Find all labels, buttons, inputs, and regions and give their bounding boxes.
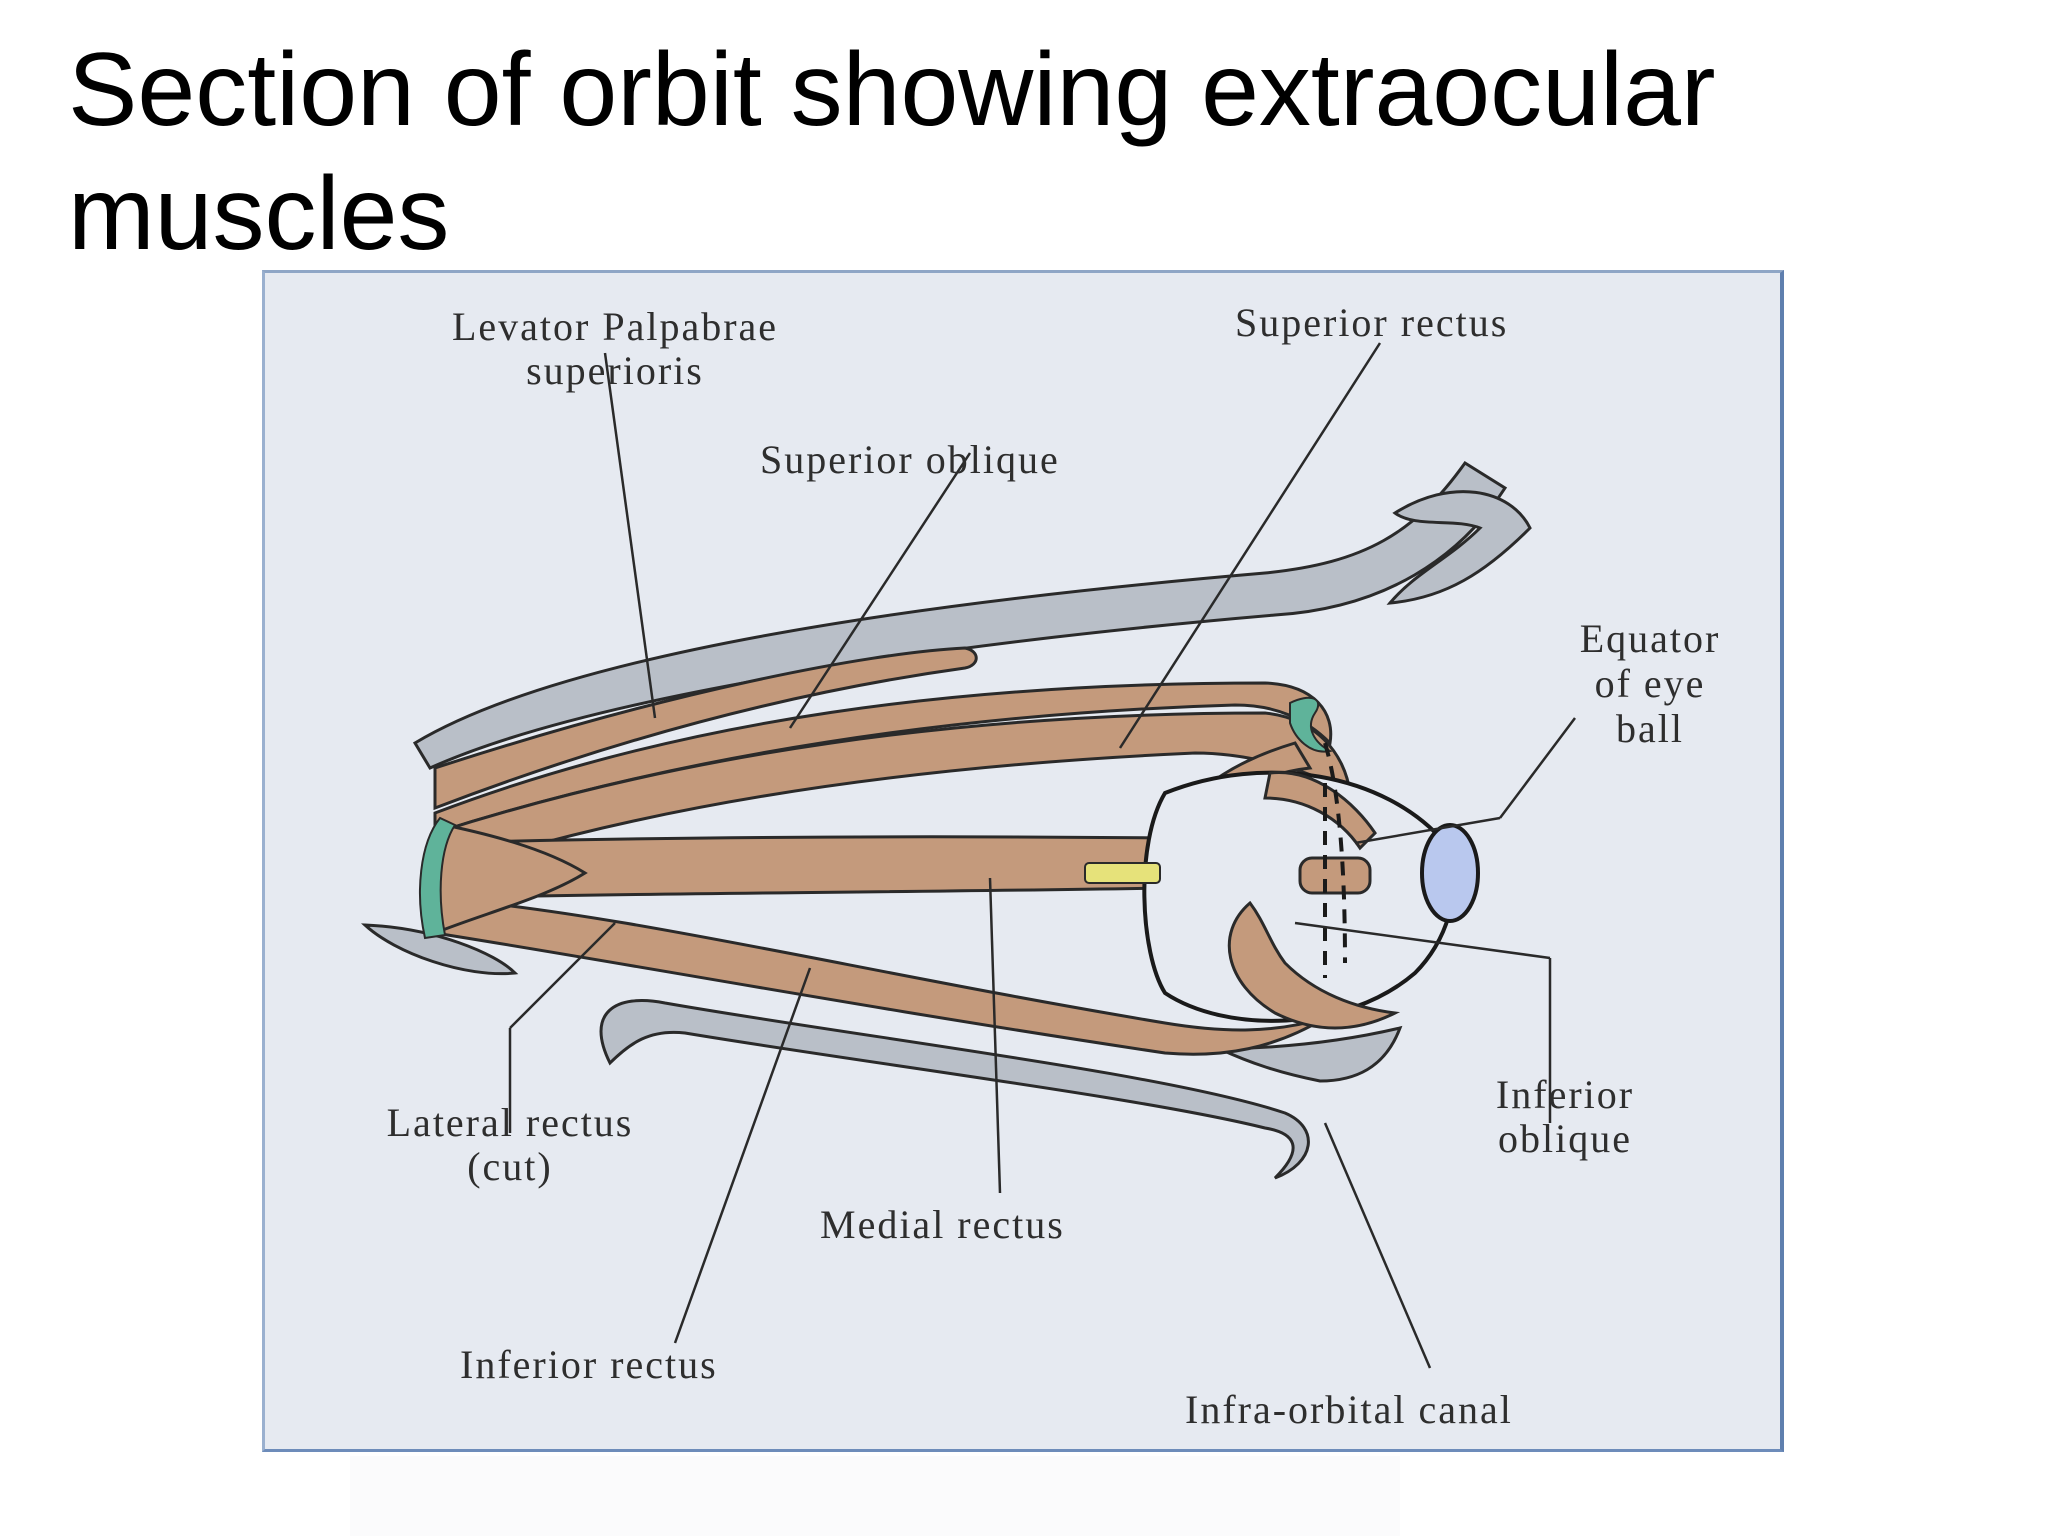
- label-medial-rectus: Medial rectus: [820, 1202, 1065, 1247]
- label-infra-orbital-canal: Infra-orbital canal: [1185, 1387, 1513, 1432]
- label-lateral-rectus-line1: Lateral rectus: [386, 1100, 634, 1145]
- cornea: [1420, 823, 1480, 923]
- orbit-floor-bone: [599, 999, 1310, 1180]
- label-equator-line1: Equator: [1579, 616, 1721, 661]
- orbit-section-drawing: [361, 342, 1576, 1369]
- label-inferior-oblique: Inferior oblique: [1445, 1073, 1685, 1161]
- label-inferior-rectus: Inferior rectus: [460, 1342, 718, 1387]
- label-inferior-oblique-line2: oblique: [1498, 1116, 1632, 1161]
- label-levator-line2: superioris: [526, 348, 704, 393]
- label-superior-rectus: Superior rectus: [1235, 300, 1509, 345]
- medial-rectus-insertion: [1298, 856, 1372, 895]
- lateral-rectus-cut-stump: [433, 821, 588, 936]
- label-inferior-oblique-line1: Inferior: [1495, 1072, 1635, 1117]
- slide-footer-shade: [350, 1456, 1400, 1536]
- optic-nerve: [1084, 862, 1161, 884]
- frontal-sinus-bone: [1386, 490, 1532, 605]
- infraorbital-bone-wedge: [1219, 1025, 1403, 1083]
- label-levator-palpebrae: Levator Palpabrae superioris: [365, 305, 865, 393]
- leader-lines: [508, 342, 1576, 1369]
- equator-line: [1323, 742, 1347, 964]
- trochlea: [1289, 696, 1333, 753]
- orbit-diagram-panel: Levator Palpabrae superioris Superior re…: [262, 270, 1784, 1452]
- eyeball-outline: [1142, 770, 1455, 1023]
- levator-palpebrae-muscle: [433, 646, 978, 811]
- label-equator-line2: of eye: [1594, 661, 1706, 706]
- label-levator-line1: Levator Palpabrae: [451, 304, 779, 349]
- slide-title: Section of orbit showing extraocular mus…: [68, 32, 1716, 272]
- label-equator-line3: ball: [1616, 706, 1684, 751]
- label-lateral-rectus-line2: (cut): [467, 1144, 553, 1189]
- label-equator-of-eyeball: Equator of eye ball: [1535, 616, 1765, 751]
- common-tendinous-ring: [419, 816, 457, 940]
- label-lateral-rectus: Lateral rectus (cut): [315, 1101, 705, 1189]
- label-superior-oblique: Superior oblique: [760, 437, 1060, 482]
- inferior-oblique-muscle: [1227, 900, 1401, 1030]
